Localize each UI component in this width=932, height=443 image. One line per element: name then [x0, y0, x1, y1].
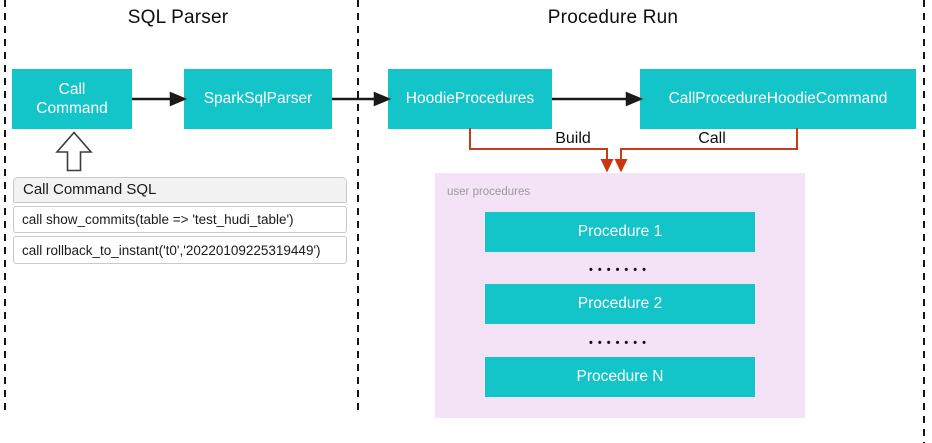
procedure-label: Procedure 1: [577, 223, 663, 240]
dashed-divider-right: [923, 0, 925, 443]
node-label: CallProcedureHoodieCommand: [668, 90, 888, 108]
arrowhead-icon: [373, 91, 392, 107]
node-label: Call Command: [36, 80, 108, 117]
procedure-label: Procedure N: [576, 368, 664, 385]
sql-panel-header: Call Command SQL: [13, 177, 347, 203]
section-title-procedure-run: Procedure Run: [547, 7, 679, 28]
procedure-box: Procedure 1: [485, 212, 755, 252]
node-hoodie-procedures: HoodieProcedures: [388, 69, 552, 129]
edge-label-call: Call: [698, 130, 726, 147]
procedure-box: Procedure N: [485, 357, 755, 397]
build-arrowhead-icon: [600, 159, 614, 173]
arrowhead-icon: [169, 91, 188, 107]
dashed-divider-left: [4, 0, 6, 414]
procedure-box: Procedure 2: [485, 284, 755, 324]
edge-label-build: Build: [555, 130, 591, 147]
arrowhead-icon: [625, 91, 644, 107]
hollow-up-arrow-icon: [55, 131, 93, 172]
user-procedures-label: user procedures: [447, 186, 531, 198]
section-title-sql-parser: SQL Parser: [127, 7, 229, 28]
node-label: HoodieProcedures: [405, 90, 535, 108]
dashed-divider-middle: [357, 0, 359, 414]
user-procedures-panel: user procedures Procedure 1 ••••••• Proc…: [435, 173, 805, 418]
node-label: SparkSqlParser: [203, 90, 313, 108]
sql-row: call show_commits(table => 'test_hudi_ta…: [13, 206, 347, 233]
dots-separator: •••••••: [589, 337, 651, 349]
call-arrowhead-icon: [614, 159, 628, 173]
node-call-procedure-hoodie-command: CallProcedureHoodieCommand: [640, 69, 916, 129]
dots-separator: •••••••: [589, 264, 651, 276]
node-call-command: Call Command: [12, 69, 132, 129]
procedure-label: Procedure 2: [577, 295, 663, 312]
node-spark-sql-parser: SparkSqlParser: [184, 69, 332, 129]
sql-row: call rollback_to_instant('t0','202201092…: [13, 236, 347, 264]
